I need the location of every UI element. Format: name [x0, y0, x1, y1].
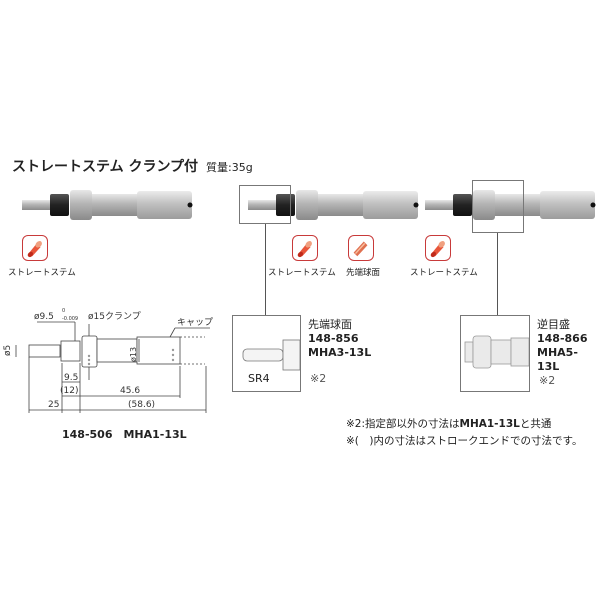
variant-model: MHA5-13L [537, 346, 578, 373]
variant-note: ※2 [310, 372, 327, 385]
straight-stem-icon [292, 235, 318, 261]
micrometer-photo-mha1 [22, 190, 193, 220]
base-model-label: 148-506 MHA1-13L [62, 428, 187, 441]
icon-label: 先端球面 [346, 268, 381, 278]
tol-lower: -0.009 [62, 316, 78, 322]
callout-box-scale [472, 180, 524, 233]
dim-45-6: 45.6 [120, 386, 140, 396]
reverse-scale-detail [464, 335, 529, 369]
dim-thimble-dia: ø13 [129, 347, 138, 362]
straight-stem-icon [425, 235, 451, 261]
tol-upper: 0 [62, 308, 65, 314]
dim-stem-dia: ø9.5 [34, 312, 54, 322]
label-cap: キャップ [177, 317, 213, 328]
callout-box-tip [239, 185, 291, 224]
note-stroke-end: ※( )内の寸法はストロークエンドでの寸法です。 [346, 435, 583, 447]
variant-code: 148-866 [537, 332, 588, 345]
dim-spindle-dia: ø5 [3, 345, 13, 356]
variant-model: MHA3-13L [308, 346, 372, 359]
straight-stem-icon [22, 235, 48, 261]
icon-label: ストレートステム [8, 268, 76, 278]
variant-feature: 先端球面 [308, 318, 352, 331]
sr4-label: SR4 [248, 372, 270, 385]
dimension-drawing: ø5 ø9.5 0 -0.009 ø15クランプ キャップ ø13 9.5 (1… [3, 308, 213, 413]
spherical-tip-icon [348, 235, 374, 261]
section-title: ストレートステム クランプ付 [12, 159, 199, 175]
note-common-dimensions: ※2:指定部以外の寸法はMHA1-13Lと共通 [346, 416, 551, 431]
detail-box-reverse-scale [460, 315, 530, 392]
variant-feature: 逆目盛 [537, 318, 570, 331]
variant-code: 148-856 [308, 332, 359, 345]
dim-25: 25 [48, 400, 59, 410]
icon-label: ストレートステム [410, 268, 478, 278]
note-text: ※2:指定部以外の寸法は [346, 418, 460, 430]
note-text: と共通 [519, 418, 552, 430]
dim-clamp: ø15クランプ [88, 311, 141, 322]
variant-note: ※2 [539, 374, 556, 387]
mass-label: 質量:35g [206, 161, 253, 174]
section-header: ストレートステム クランプ付 質量:35g [12, 156, 253, 176]
callout-line-tip [265, 224, 266, 315]
detail-box-spherical-tip: SR4 [232, 315, 301, 392]
dim-12: (12) [60, 386, 78, 396]
dim-9-5: 9.5 [64, 373, 78, 383]
icon-label: ストレートステム [268, 268, 336, 278]
note-model: MHA1-13L [459, 418, 520, 430]
spherical-tip-detail [242, 339, 300, 371]
callout-line-scale [497, 233, 498, 315]
dim-58-6: (58.6) [128, 400, 155, 410]
